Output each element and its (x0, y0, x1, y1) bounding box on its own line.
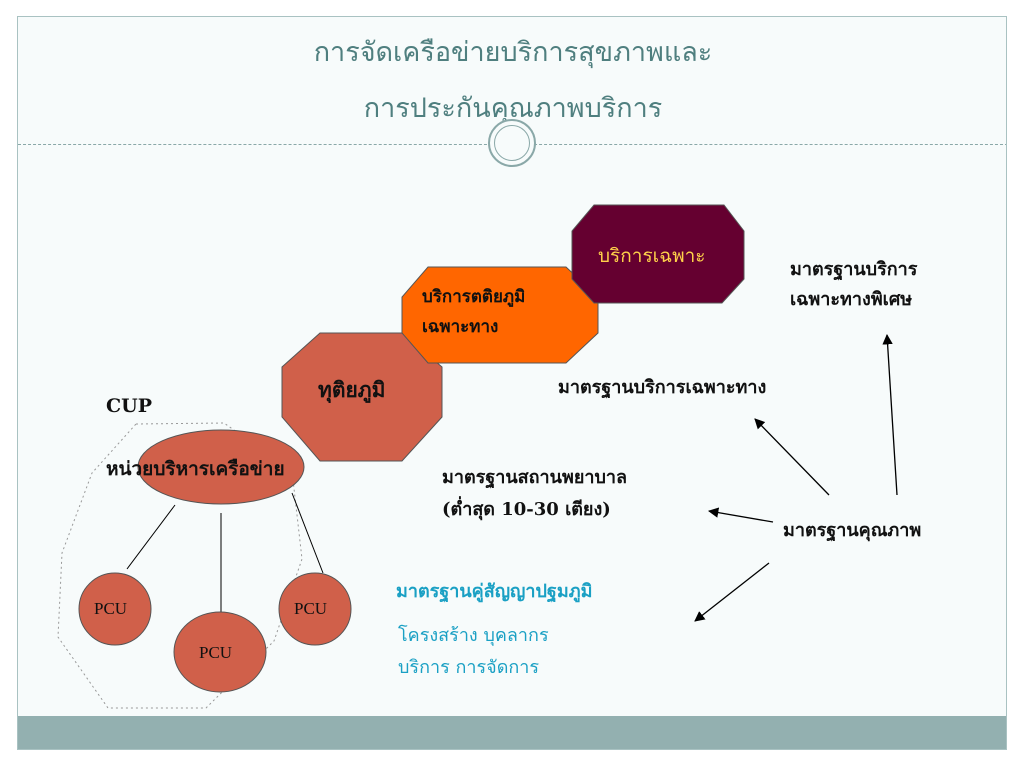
primary-detail-line-1: โครงสร้าง บุคลากร (398, 625, 549, 646)
network-unit-label: หน่วยบริหารเครือข่าย (106, 458, 285, 480)
pcu-right-circle (278, 572, 352, 646)
special-standard-line-1: มาตรฐานบริการ (790, 259, 918, 280)
footer-bar (18, 716, 1006, 749)
arrow-to-primary-standard (694, 562, 770, 622)
secondary-label: ทุติยภูมิ (318, 377, 386, 402)
hospital-standard-line-2: (ต่ำสุด 10-30 เตียง) (442, 499, 611, 520)
special-service-label: บริการเฉพาะ (598, 245, 706, 267)
network-diagram (57, 204, 898, 709)
pcu-left-circle (78, 572, 152, 646)
pcu-bottom-circle (173, 611, 267, 693)
connector-line-pcu-left (126, 504, 176, 570)
tertiary-label-line-1: บริการตติยภูมิ (422, 287, 526, 307)
cup-label: CUP (106, 395, 152, 417)
slide-title: การจัดเครือข่ายบริการสุขภาพและ การประกัน… (18, 25, 1006, 137)
connector-line-pcu-right (291, 492, 324, 574)
special-standard-line-2: เฉพาะทางพิเศษ (790, 289, 913, 310)
title-circle-ornament (488, 119, 536, 167)
primary-detail-line-2: บริการ การจัดการ (398, 657, 540, 678)
tertiary-label-line-2: เฉพาะทาง (422, 317, 499, 337)
primary-contract-standard-label: มาตรฐานคู่สัญญาปฐมภูมิ (396, 581, 593, 602)
title-line-2: การประกันคุณภาพบริการ (363, 93, 663, 124)
arrow-to-specialty-standard (754, 418, 830, 496)
arrow-to-special-standard (882, 333, 898, 496)
special-service-octagon (571, 204, 745, 304)
title-line-1: การจัดเครือข่ายบริการสุขภาพและ (313, 37, 713, 68)
specialty-standard-label: มาตรฐานบริการเฉพาะทาง (558, 377, 767, 398)
pcu-left-label: PCU (94, 599, 128, 618)
hospital-standard-line-1: มาตรฐานสถานพยาบาล (442, 467, 628, 488)
arrow-to-hospital-standard (707, 507, 774, 523)
network-octagon-outline (57, 422, 303, 709)
pcu-right-label: PCU (294, 599, 328, 618)
pcu-bottom-label: PCU (199, 643, 233, 662)
network-unit-ellipse (137, 429, 305, 505)
quality-standard-label: มาตรฐานคุณภาพ (783, 520, 922, 541)
slide: การจัดเครือข่ายบริการสุขภาพและ การประกัน… (17, 16, 1007, 750)
